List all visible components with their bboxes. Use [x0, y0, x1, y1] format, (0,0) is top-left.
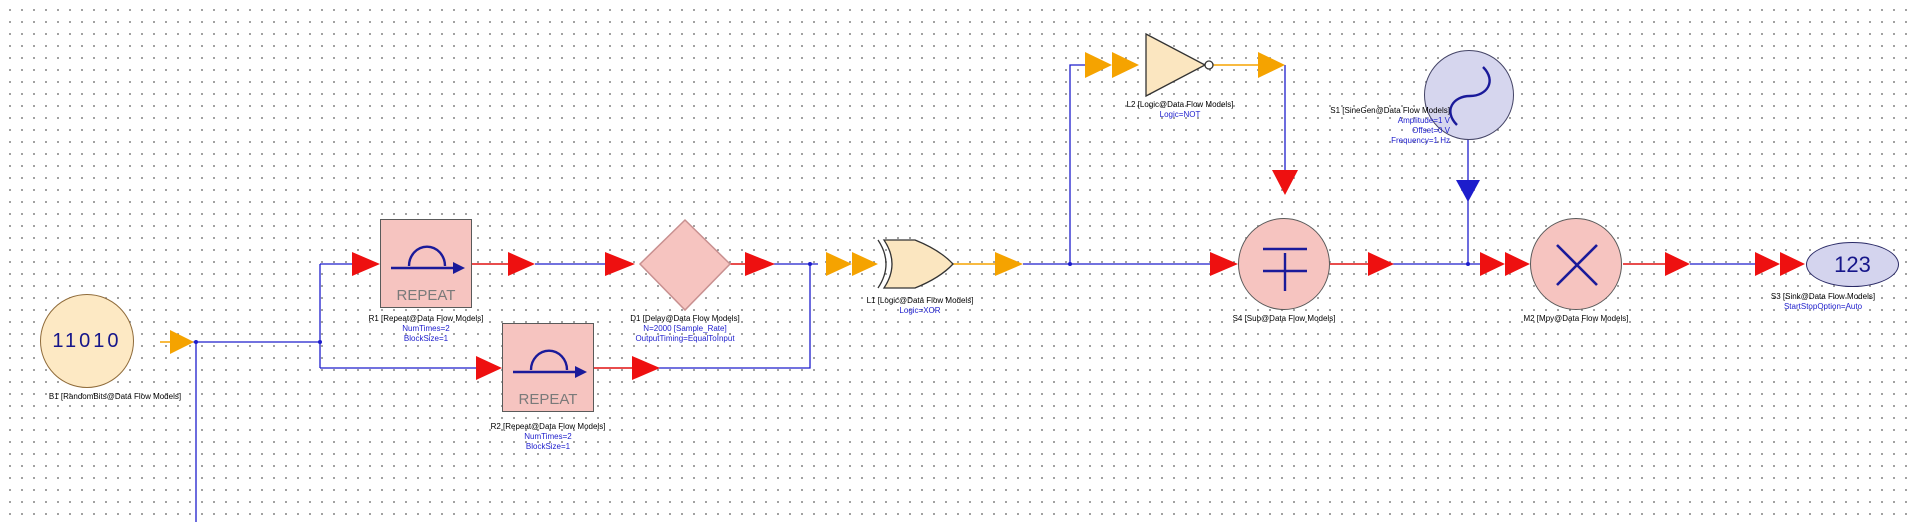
- r2-name: R2 [Repeat@Data Flow Models]: [490, 422, 606, 431]
- s3-display: 123: [1834, 251, 1871, 277]
- d1-label: D1 [Delay@Data Flow Models] N=2000 [Samp…: [600, 314, 770, 344]
- r2-display: REPEAT: [518, 391, 578, 408]
- s1-param-amplitude: Amplitude=1 V: [1397, 116, 1450, 125]
- wire-r2-to-l1[interactable]: [654, 264, 811, 369]
- r2-param-blocksize: BlockSize=1: [525, 442, 571, 451]
- s1-label: S1 [SineGen@Data Flow Models] Amplitude=…: [1280, 106, 1450, 146]
- s3-param-option: StartStopOption=Auto: [1783, 302, 1863, 311]
- loop-arrow-icon: [391, 245, 465, 274]
- s4-name: S4 [Sub@Data Flow Models]: [1232, 314, 1336, 323]
- d1-param-n: N=2000 [Sample_Rate]: [643, 324, 727, 333]
- signal-wires: [190, 64, 1755, 522]
- r1-param-blocksize: BlockSize=1: [403, 334, 449, 343]
- s4-label: S4 [Sub@Data Flow Models]: [1204, 314, 1364, 324]
- minus-plus-icon: [1263, 247, 1307, 291]
- sine-wave-icon: [1449, 66, 1491, 126]
- repeat-block-r2[interactable]: REPEAT: [502, 323, 594, 412]
- s3-label: S3 [Sink@Data Flow Models] StartStopOpti…: [1740, 292, 1906, 312]
- repeat-block-r1[interactable]: REPEAT: [380, 219, 472, 308]
- not-gate-l2[interactable]: [1145, 32, 1214, 98]
- blue-port-s1: [1456, 180, 1480, 202]
- r1-param-numtimes: NumTimes=2: [402, 324, 450, 333]
- s3-name: S3 [Sink@Data Flow Models]: [1770, 292, 1876, 301]
- orange-ports: [170, 52, 1285, 354]
- random-bits-source-b1[interactable]: 11010: [40, 294, 134, 388]
- b1-display: 11010: [52, 329, 122, 352]
- d1-name: D1 [Delay@Data Flow Models]: [630, 314, 740, 323]
- d1-param-timing: OutputTiming=EqualToInput: [635, 334, 735, 343]
- s1-param-offset: Offset=0 V: [1412, 126, 1450, 135]
- l2-label: L2 [Logic@Data Flow Models] Logic=NOT: [1100, 100, 1260, 120]
- r2-label: R2 [Repeat@Data Flow Models] NumTimes=2 …: [466, 422, 630, 452]
- r1-display: REPEAT: [396, 287, 456, 304]
- m2-name: M2 [Mpy@Data Flow Models]: [1523, 314, 1629, 323]
- r1-label: R1 [Repeat@Data Flow Models] NumTimes=2 …: [344, 314, 508, 344]
- multiply-icon: [1556, 244, 1598, 286]
- l1-param-logic: Logic=XOR: [899, 306, 941, 315]
- red-ports: [352, 170, 1805, 380]
- l1-label: L1 [Logic@Data Flow Models] Logic=XOR: [840, 296, 1000, 316]
- multiply-block-m2[interactable]: [1530, 218, 1622, 310]
- l1-name: L1 [Logic@Data Flow Models]: [866, 296, 974, 305]
- junction-dots: [194, 262, 1470, 344]
- b1-name: B1 [RandomBits@Data Flow Models]: [48, 392, 182, 401]
- s1-param-frequency: Frequency=1 Hz: [1391, 136, 1450, 145]
- b1-label: B1 [RandomBits@Data Flow Models]: [30, 392, 200, 402]
- r2-param-numtimes: NumTimes=2: [524, 432, 572, 441]
- m2-label: M2 [Mpy@Data Flow Models]: [1496, 314, 1656, 324]
- loop-arrow-icon: [513, 349, 587, 378]
- subtract-block-s4[interactable]: [1238, 218, 1330, 310]
- s1-name: S1 [SineGen@Data Flow Models]: [1330, 106, 1450, 115]
- xor-gate-l1[interactable]: [877, 239, 954, 289]
- l2-name: L2 [Logic@Data Flow Models]: [1126, 100, 1234, 109]
- wire-to-l2[interactable]: [1069, 64, 1085, 264]
- delay-block-d1[interactable]: [638, 218, 732, 312]
- r1-name: R1 [Repeat@Data Flow Models]: [368, 314, 484, 323]
- sine-generator-s1[interactable]: [1424, 50, 1514, 140]
- l2-param-logic: Logic=NOT: [1159, 110, 1201, 119]
- sink-block-s3[interactable]: 123: [1806, 242, 1899, 287]
